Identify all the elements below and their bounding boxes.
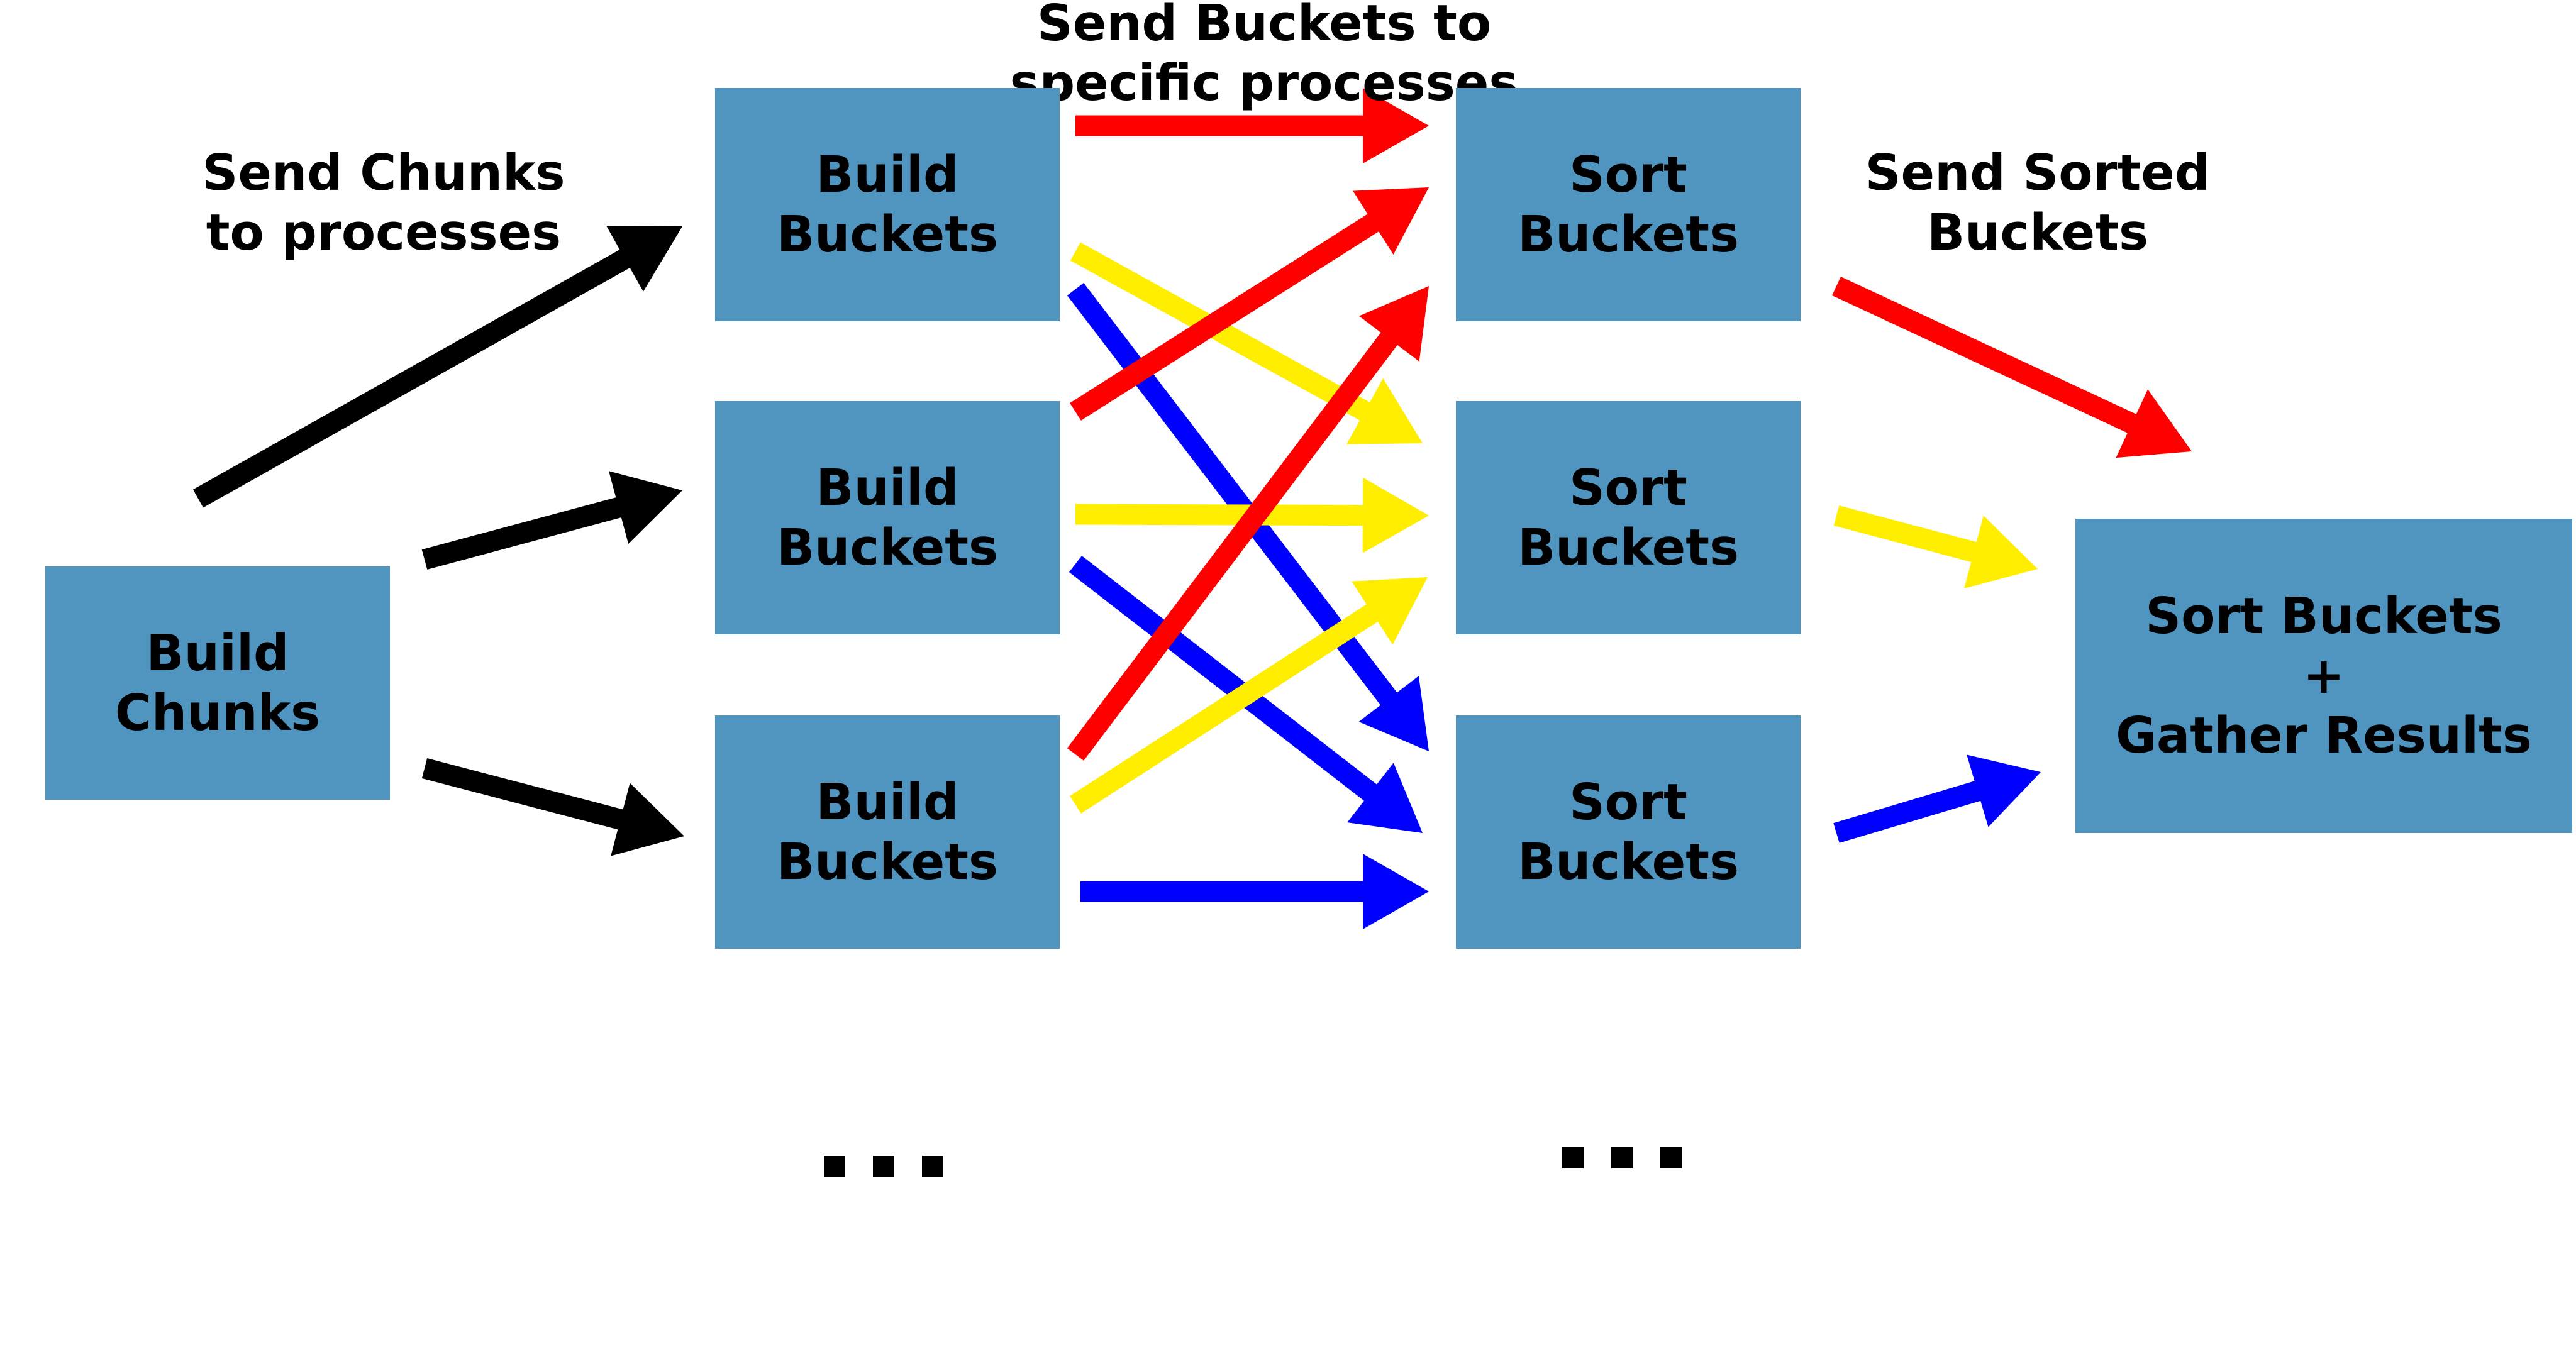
build-chunks-box: Build Chunks — [45, 566, 390, 800]
gather-arrow-yellow-head — [1964, 516, 2038, 589]
sort-buckets-ellipsis — [1562, 1147, 1688, 1172]
bucket-arrow-yellow-1 — [1070, 242, 1423, 444]
chunk-arrow-1-shaft — [192, 246, 636, 508]
chunk-arrow-2-shaft — [421, 495, 628, 570]
sort-gather-box: Sort Buckets + Gather Results — [2075, 519, 2572, 833]
bucket-arrow-red-3-shaft — [1067, 327, 1401, 761]
chunk-arrow-2-head — [609, 471, 682, 544]
send-sorted-label: Send Sorted Buckets — [1865, 144, 2211, 262]
bucket-arrow-yellow-1-head — [1346, 378, 1423, 444]
build-buckets-ellipsis — [824, 1156, 950, 1181]
bucket-arrow-blue-3 — [1080, 854, 1429, 929]
bucket-arrow-red-3 — [1067, 286, 1429, 761]
bucket-arrow-red-3-head — [1358, 286, 1429, 362]
gather-arrow-yellow — [1833, 505, 2038, 589]
bucket-arrow-red-2-head — [1353, 187, 1429, 255]
sort-buckets-box-2: Sort Buckets — [1456, 401, 1801, 634]
gather-arrow-red-head — [2116, 389, 2192, 458]
bucket-arrow-blue-1-head — [1358, 676, 1429, 751]
bucket-arrow-yellow-3 — [1070, 577, 1428, 814]
bucket-arrow-yellow-3-head — [1352, 577, 1428, 645]
gather-arrow-red-shaft — [1832, 277, 2142, 436]
bucket-arrow-blue-3-head — [1363, 854, 1429, 929]
bucket-arrow-red-2 — [1070, 187, 1429, 421]
chunk-arrow-1 — [192, 226, 682, 508]
chunk-arrow-3 — [421, 758, 684, 856]
gather-arrow-red — [1832, 277, 2192, 458]
bucket-arrow-red-2-shaft — [1070, 211, 1384, 421]
bucket-arrow-red-1 — [1075, 88, 1429, 163]
build-buckets-box-3: Build Buckets — [715, 715, 1060, 949]
build-buckets-box-2: Build Buckets — [715, 401, 1060, 634]
send-chunks-label: Send Chunks to processes — [202, 144, 565, 262]
bucket-arrow-red-1-head — [1363, 88, 1429, 163]
bucket-arrow-blue-2-shaft — [1069, 555, 1382, 805]
gather-arrow-blue-head — [1967, 754, 2041, 827]
build-buckets-box-1: Build Buckets — [715, 88, 1060, 321]
chunk-arrow-1-head — [606, 226, 682, 292]
bucket-arrow-yellow-1-shaft — [1070, 242, 1375, 424]
gather-arrow-yellow-shaft — [1833, 505, 1983, 564]
bucket-arrow-blue-2-head — [1347, 763, 1423, 833]
sort-buckets-box-3: Sort Buckets — [1456, 715, 1801, 949]
chunk-arrow-3-head — [611, 783, 684, 856]
sort-buckets-box-1: Sort Buckets — [1456, 88, 1801, 321]
bucket-arrow-blue-2 — [1069, 555, 1423, 833]
bucket-arrow-yellow-2-shaft — [1075, 504, 1370, 526]
gather-arrow-blue — [1833, 754, 2041, 843]
gather-arrow-blue-shaft — [1833, 779, 1987, 843]
bucket-arrow-yellow-3-shaft — [1070, 600, 1384, 814]
bucket-arrow-yellow-2-head — [1362, 477, 1429, 553]
chunk-arrow-2 — [421, 471, 682, 570]
bucket-arrow-yellow-2 — [1075, 477, 1429, 553]
chunk-arrow-3-shaft — [421, 758, 630, 831]
